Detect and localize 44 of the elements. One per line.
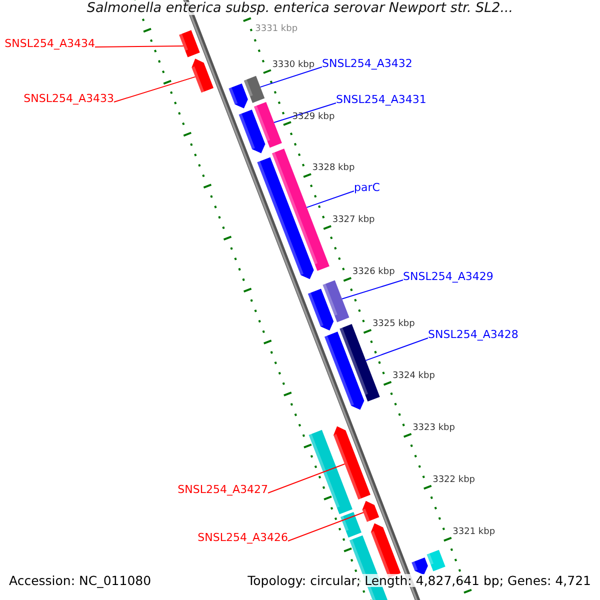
- gene-label: SNSL254_A3428: [428, 328, 518, 341]
- gene-block: [238, 110, 268, 156]
- gene-bar: [244, 76, 265, 103]
- gene-label: SNSL254_A3426: [198, 531, 288, 544]
- gene-block: [360, 498, 380, 522]
- gene-label: SNSL254_A3429: [403, 270, 494, 283]
- scale-label: 3324 kbp: [392, 371, 435, 382]
- leader-line: [274, 102, 336, 124]
- gene-block: [331, 424, 370, 500]
- gene-bar: [254, 102, 282, 148]
- leader-line: [94, 46, 184, 48]
- gene-label: parC: [354, 181, 380, 194]
- scale-label: 3328 kbp: [312, 163, 355, 174]
- leader-line: [268, 463, 346, 494]
- gene-label: SNSL254_A3433: [24, 92, 114, 105]
- gene-bar: [179, 30, 200, 58]
- leader-line: [114, 76, 196, 102]
- scale-label: 3326 kbp: [352, 267, 395, 278]
- scale-label: 3329 kbp: [292, 112, 335, 123]
- gene-block: [228, 84, 250, 111]
- accession-text: Accession: NC_011080: [9, 574, 152, 587]
- leader-line: [288, 512, 364, 542]
- scale-label: 3323 kbp: [412, 423, 455, 434]
- gene-block: [189, 56, 214, 93]
- gene-label: SNSL254_A3434: [4, 37, 95, 50]
- gene-label: SNSL254_A3432: [322, 57, 412, 70]
- scale-label: 3322 kbp: [432, 475, 476, 486]
- title: Salmonella enterica subsp. enterica serovar Newport str. SL2...: [86, 2, 514, 15]
- scale-label: 3330 kbp: [272, 60, 315, 71]
- scale-label: 3327 kbp: [332, 215, 375, 226]
- gene-bar: [426, 550, 446, 572]
- gene-block: [308, 288, 336, 333]
- gene-bar: [308, 430, 352, 514]
- gene-label: SNSL254_A3431: [336, 93, 426, 106]
- gene-bar: [322, 280, 350, 322]
- leader-line: [260, 66, 322, 88]
- leader-line: [342, 280, 404, 300]
- scale-label: 3321 kbp: [452, 527, 496, 538]
- gene-bar: [340, 512, 362, 538]
- gene-label: SNSL254_A3427: [178, 483, 268, 496]
- gene-block: [324, 332, 367, 412]
- scale-label: 3331 kbp: [255, 24, 298, 35]
- scale-label: 3325 kbp: [372, 319, 415, 330]
- leader-line: [306, 190, 354, 208]
